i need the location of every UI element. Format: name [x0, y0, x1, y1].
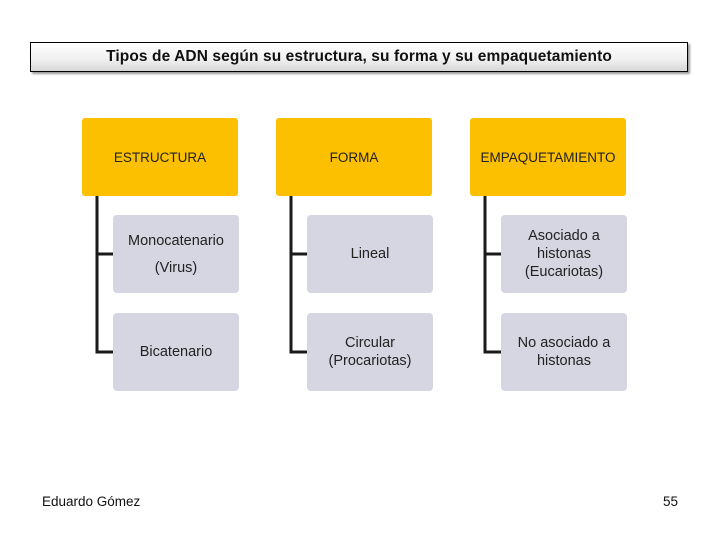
item-lineal-line1: Lineal [350, 246, 390, 262]
connector-estructura-2 [95, 254, 113, 354]
item-bicatenario-line1: Bicatenario [139, 344, 213, 360]
header-estructura-label: ESTRUCTURA [113, 149, 207, 165]
item-monocatenario: Monocatenario (Virus) [113, 215, 239, 293]
item-circular-line1: Circular [345, 335, 395, 351]
item-no-asociado-line1: No asociado a [517, 335, 611, 351]
item-no-asociado-histonas: No asociado a histonas [501, 313, 627, 391]
item-monocatenario-line1: Monocatenario [128, 232, 224, 249]
header-forma: FORMA [276, 118, 432, 196]
item-asociado-histonas: Asociado a histonas (Eucariotas) [501, 215, 627, 293]
connector-empaquetamiento-2 [483, 254, 501, 354]
slide-title: Tipos de ADN según su estructura, su for… [30, 42, 688, 72]
item-lineal: Lineal [307, 215, 433, 293]
connector-estructura-1 [95, 196, 113, 256]
item-asociado-line1: Asociado a [528, 228, 600, 244]
slide-title-text: Tipos de ADN según su estructura, su for… [106, 48, 612, 65]
connector-forma-1 [289, 196, 307, 256]
connector-empaquetamiento-1 [483, 196, 501, 256]
header-forma-label: FORMA [329, 149, 379, 165]
page-number: 55 [662, 494, 678, 509]
item-circular: Circular (Procariotas) [307, 313, 433, 391]
header-empaquetamiento: EMPAQUETAMIENTO [470, 118, 626, 196]
item-asociado-line3: (Eucariotas) [524, 264, 604, 280]
connector-forma-2 [289, 254, 307, 354]
header-estructura: ESTRUCTURA [82, 118, 238, 196]
header-empaquetamiento-label: EMPAQUETAMIENTO [480, 149, 616, 165]
item-no-asociado-line2: histonas [536, 353, 591, 369]
item-circular-line2: (Procariotas) [328, 353, 412, 369]
footer-author: Eduardo Gómez [42, 494, 141, 509]
item-monocatenario-line2: (Virus) [154, 259, 198, 276]
item-asociado-line2: histonas [536, 246, 591, 262]
item-bicatenario: Bicatenario [113, 313, 239, 391]
